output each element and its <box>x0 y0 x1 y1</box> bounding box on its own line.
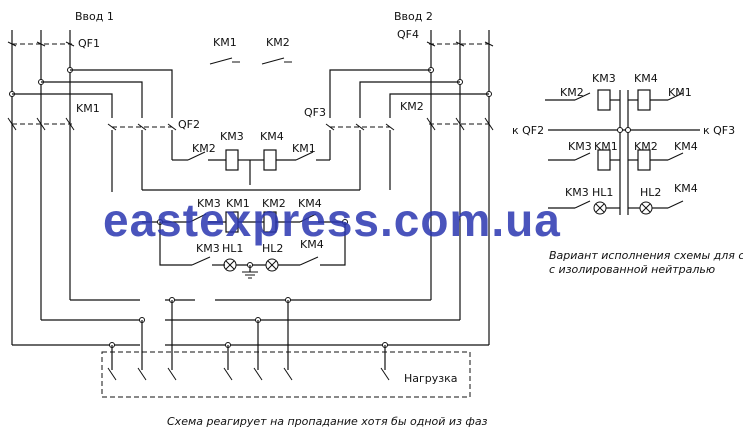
label-km3-low: KM3 <box>196 242 220 255</box>
km3-coil <box>225 149 239 171</box>
label-km1-mid: KM1 <box>226 197 250 210</box>
label-km2-mid: KM2 <box>262 197 286 210</box>
label-hl2: HL2 <box>262 242 283 255</box>
label-v-hl1: HL1 <box>592 186 613 199</box>
label-km4-coil: KM4 <box>260 130 284 143</box>
label-v-km1-b: KM1 <box>594 140 618 153</box>
variant-caption-line1: Вариант исполнения схемы для сетей <box>549 249 743 262</box>
label-km4-low: KM4 <box>300 238 324 251</box>
isolated-neutral-variant <box>545 89 700 215</box>
label-hl1: HL1 <box>222 242 243 255</box>
label-qf4: QF4 <box>397 28 419 41</box>
label-v-hl2: HL2 <box>640 186 661 199</box>
label-v-km4-b: KM4 <box>674 140 698 153</box>
label-v-km3-b: KM3 <box>568 140 592 153</box>
label-v-km4-c: KM4 <box>674 182 698 195</box>
label-km3-mid: KM3 <box>197 197 221 210</box>
label-qf1: QF1 <box>78 37 100 50</box>
label-vvod1: Ввод 1 <box>75 10 114 23</box>
label-v-km2: KM2 <box>560 86 584 99</box>
label-qf2: QF2 <box>178 118 200 131</box>
label-km1-top: KM1 <box>213 36 237 49</box>
km1-main-contacts <box>7 117 75 131</box>
label-km2-right: KM2 <box>400 100 424 113</box>
label-v-km1: KM1 <box>668 86 692 99</box>
label-km2-ctl: KM2 <box>192 142 216 155</box>
qf3-breaker <box>325 123 395 131</box>
label-v-km2-b: KM2 <box>634 140 658 153</box>
control-circuit <box>111 57 360 279</box>
labels: Ввод 1 Ввод 2 QF1 QF4 KM1 KM2 QF2 QF3 KM… <box>75 10 743 428</box>
variant-km4-coil <box>637 89 651 111</box>
variant-km2-coil <box>637 149 651 171</box>
label-km2-top: KM2 <box>266 36 290 49</box>
label-v-km3-c: KM3 <box>565 186 589 199</box>
bottom-caption: Схема реагирует на пропадание хотя бы од… <box>167 415 488 428</box>
variant-caption-line2: с изолированной нейтралью <box>549 263 715 276</box>
label-to-qf2: к QF2 <box>512 124 544 137</box>
label-km1-left: KM1 <box>76 102 100 115</box>
ground-symbol <box>242 265 258 279</box>
label-vvod2: Ввод 2 <box>394 10 433 23</box>
qf2-breaker <box>107 123 177 131</box>
watermark: eastexpress.com.ua <box>103 194 561 246</box>
label-to-qf3: к QF3 <box>703 124 735 137</box>
label-km4-mid: KM4 <box>298 197 322 210</box>
qf1-breaker <box>7 41 75 47</box>
km2-main-contacts <box>426 117 494 131</box>
load-box <box>101 351 471 398</box>
km4-coil <box>263 149 277 171</box>
label-v-km4: KM4 <box>634 72 658 85</box>
input-2-feeder <box>325 30 494 345</box>
variant-km1-coil <box>597 149 611 171</box>
load-bus <box>12 297 489 398</box>
label-v-km3: KM3 <box>592 72 616 85</box>
label-load: Нагрузка <box>404 372 458 385</box>
variant-km3-coil <box>597 89 611 111</box>
input-1-feeder <box>7 30 177 345</box>
label-qf3: QF3 <box>304 106 326 119</box>
label-km1-ctl: KM1 <box>292 142 316 155</box>
label-km3-coil: KM3 <box>220 130 244 143</box>
qf4-breaker <box>426 41 494 47</box>
